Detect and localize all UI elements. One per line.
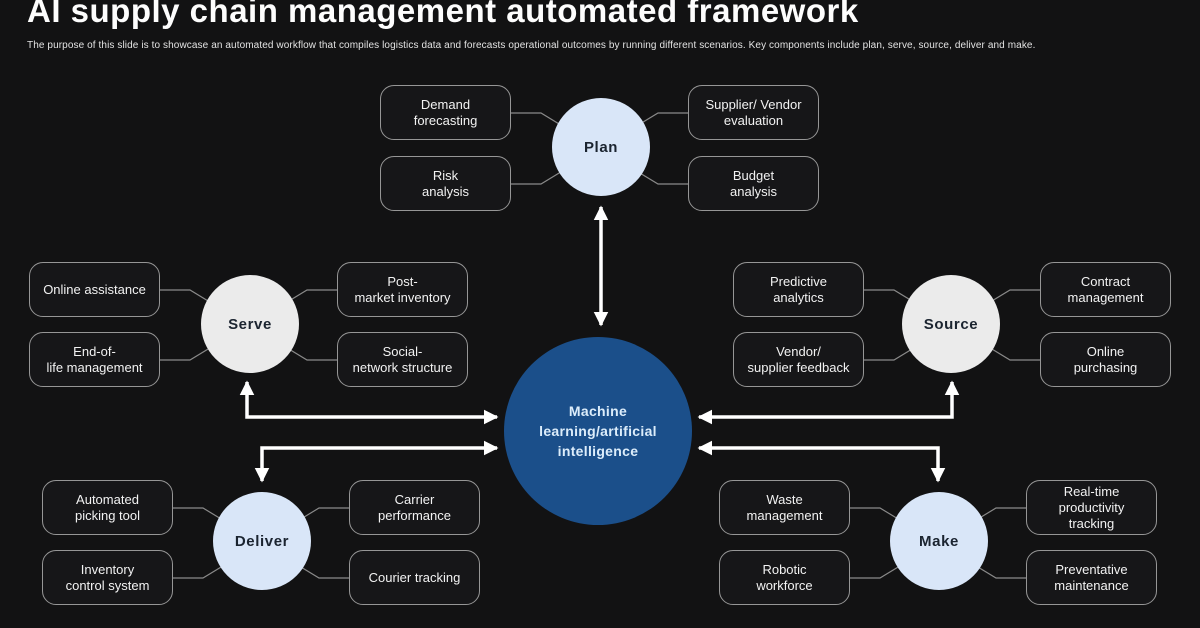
box-label: Waste management: [746, 491, 823, 523]
box-end-of-life-management: End-of- life management: [29, 332, 160, 387]
box-label: Social- network structure: [352, 343, 453, 375]
arrow-source-center: [697, 380, 960, 425]
box-social-network-structure: Social- network structure: [337, 332, 468, 387]
box-label: Robotic workforce: [756, 561, 813, 593]
box-label: Preventative maintenance: [1054, 561, 1129, 593]
hub-label: Deliver: [234, 532, 290, 550]
box-label: Inventory control system: [65, 561, 150, 593]
arrow-serve-center: [239, 380, 499, 425]
box-label: Vendor/ supplier feedback: [747, 343, 850, 375]
box-label: Online assistance: [43, 281, 146, 297]
hub-serve: Serve: [201, 275, 299, 373]
center-node-label: Machine learning/artificial intelligence: [539, 403, 657, 459]
box-demand-forecasting: Demand forecasting: [380, 85, 511, 140]
hub-deliver: Deliver: [213, 492, 311, 590]
box-vendor-supplier-feedback: Vendor/ supplier feedback: [733, 332, 864, 387]
hub-label: Plan: [583, 138, 619, 156]
box-label: Courier tracking: [368, 569, 461, 585]
box-carrier-performance: Carrier performance: [349, 480, 480, 535]
box-budget-analysis: Budget analysis: [688, 156, 819, 211]
slide-title: AI supply chain management automated fra…: [27, 0, 859, 29]
box-label: Risk analysis: [422, 167, 469, 199]
box-inventory-control-system: Inventory control system: [42, 550, 173, 605]
box-label: End-of- life management: [46, 343, 143, 375]
center-node-machine-learning: Machine learning/artificial intelligence: [504, 337, 692, 525]
box-label: Carrier performance: [378, 491, 451, 523]
box-waste-management: Waste management: [719, 480, 850, 535]
hub-label: Serve: [228, 315, 272, 333]
box-courier-tracking: Courier tracking: [349, 550, 480, 605]
arrow-make-center: [697, 440, 946, 483]
hub-label: Make: [919, 532, 959, 550]
box-label: Automated picking tool: [74, 491, 141, 523]
box-label: Demand forecasting: [413, 96, 478, 128]
box-contract-management: Contract management: [1040, 262, 1171, 317]
box-label: Budget analysis: [730, 167, 777, 199]
box-robotic-workforce: Robotic workforce: [719, 550, 850, 605]
hub-label: Source: [923, 315, 979, 333]
box-post-market-inventory: Post- market inventory: [337, 262, 468, 317]
flow-arrows: [239, 205, 960, 483]
box-supplier-vendor-evaluation: Supplier/ Vendor evaluation: [688, 85, 819, 140]
box-real-time-productivity-tracking: Real-time productivity tracking: [1026, 480, 1157, 535]
box-preventative-maintenance: Preventative maintenance: [1026, 550, 1157, 605]
box-label: Contract management: [1067, 273, 1144, 305]
hub-source: Source: [902, 275, 1000, 373]
arrow-deliver-center: [254, 440, 499, 483]
box-label: Predictive analytics: [769, 273, 828, 305]
box-online-purchasing: Online purchasing: [1040, 332, 1171, 387]
box-label: Supplier/ Vendor evaluation: [705, 96, 802, 128]
box-label: Post- market inventory: [354, 273, 451, 305]
box-risk-analysis: Risk analysis: [380, 156, 511, 211]
hub-make: Make: [890, 492, 988, 590]
hub-plan: Plan: [552, 98, 650, 196]
box-label: Real-time productivity tracking: [1058, 483, 1125, 531]
box-label: Online purchasing: [1073, 343, 1138, 375]
box-online-assistance: Online assistance: [29, 262, 160, 317]
box-predictive-analytics: Predictive analytics: [733, 262, 864, 317]
box-automated-picking-tool: Automated picking tool: [42, 480, 173, 535]
slide-subtitle: The purpose of this slide is to showcase…: [27, 40, 1036, 51]
